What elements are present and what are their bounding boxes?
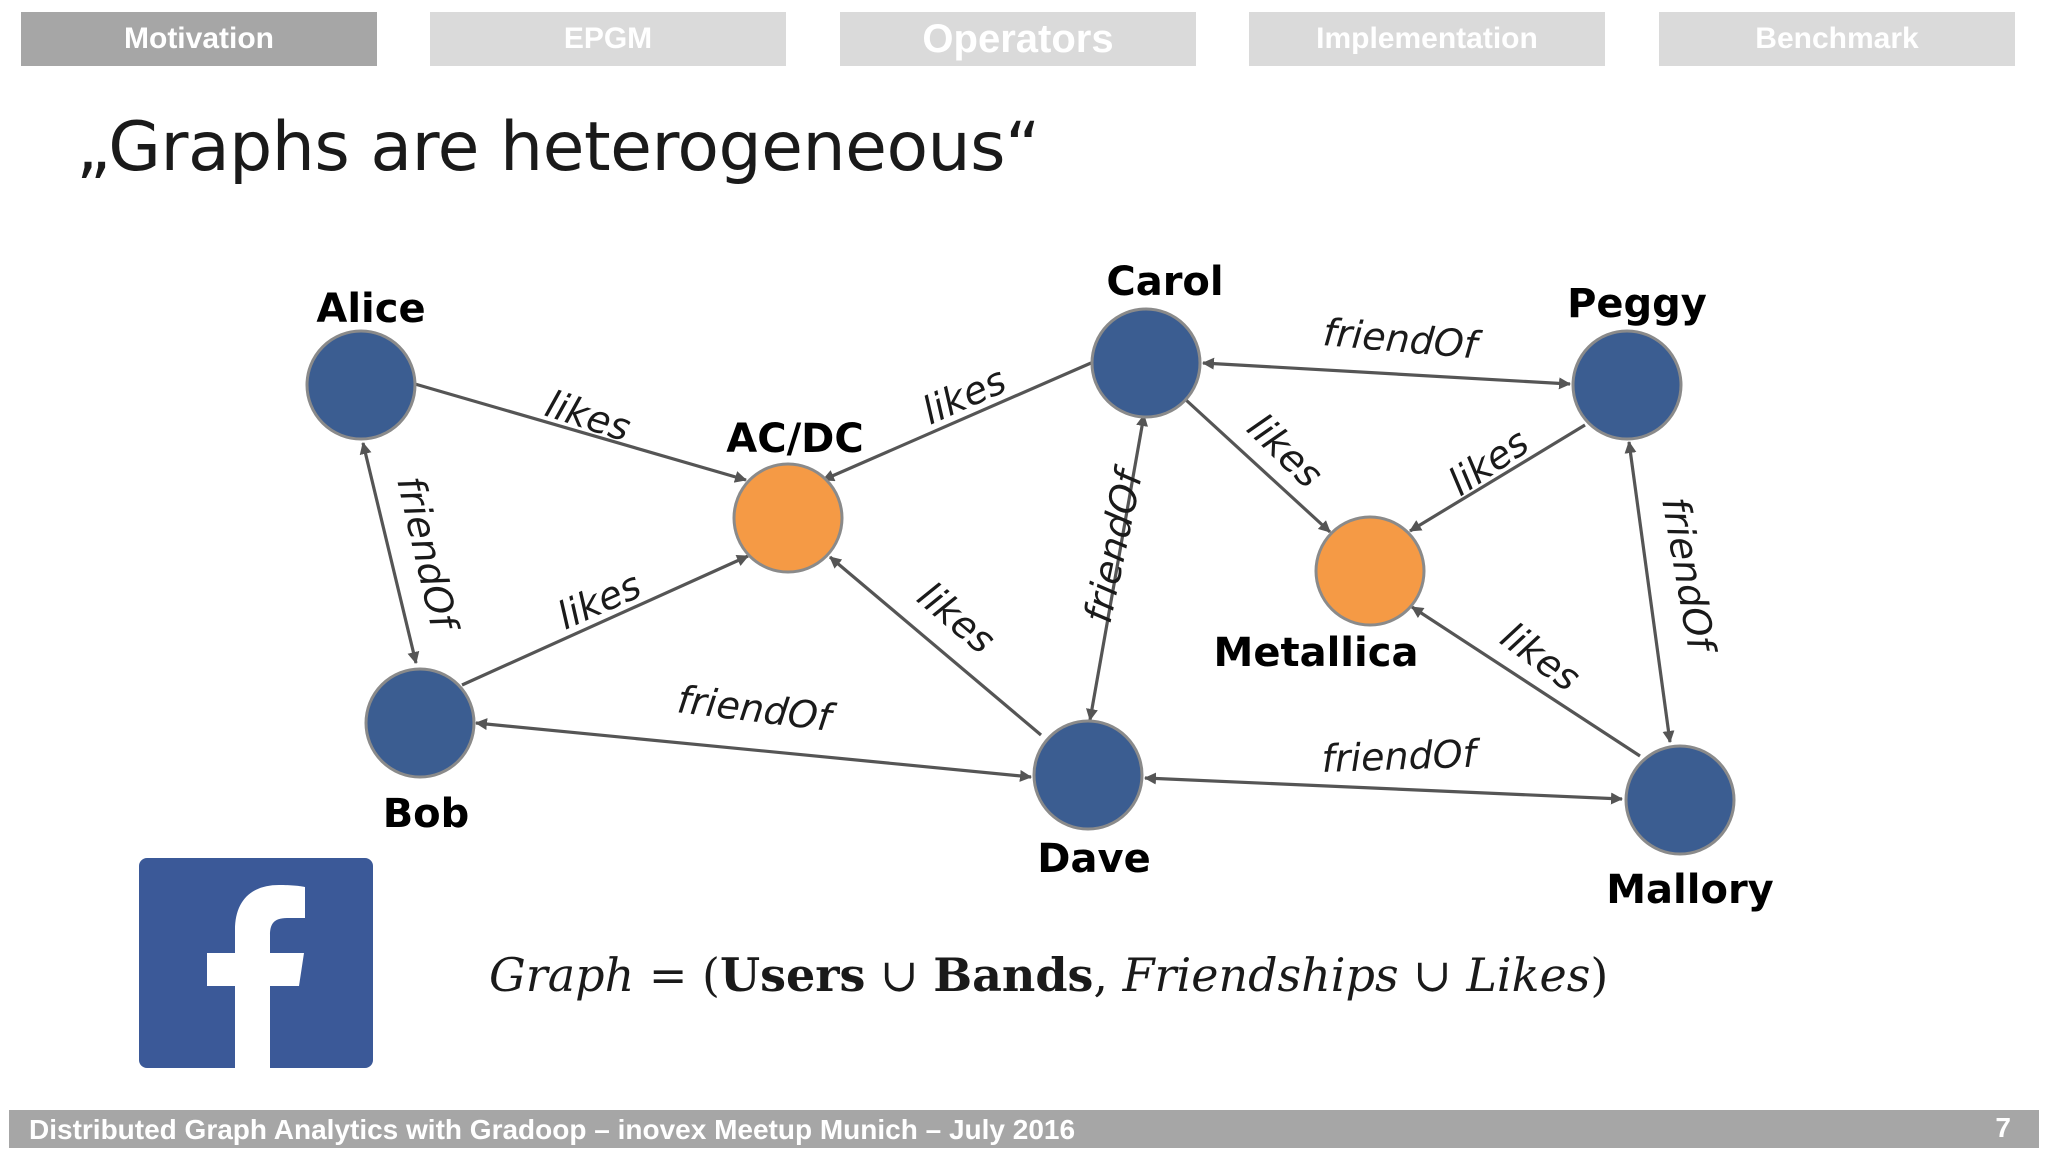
formula-likes: Likes: [1466, 948, 1591, 1002]
node-mallory: [1624, 744, 1736, 856]
edge-label-dave-mallory: friendOf: [1321, 731, 1482, 781]
node-bob: [364, 667, 476, 779]
formula-close: ): [1590, 948, 1609, 1002]
formula-users: Users: [719, 948, 866, 1002]
edge-bob-friendof-dave: [475, 718, 1032, 782]
node-label-alice: Alice: [316, 286, 425, 332]
tab-motivation[interactable]: Motivation: [21, 12, 377, 66]
edge-dave-likes-acdc: [828, 555, 1043, 737]
section-nav: Motivation EPGM Operators Implementation…: [0, 12, 2048, 66]
node-dave: [1032, 719, 1144, 831]
tab-operators[interactable]: Operators: [840, 12, 1196, 66]
edge-dave-friendof-mallory: [1144, 772, 1623, 805]
edge-peggy-likes-metallica: [1409, 423, 1586, 533]
node-label-carol: Carol: [1106, 259, 1223, 305]
tab-benchmark[interactable]: Benchmark: [1659, 12, 2015, 66]
formula-bands: Bands: [933, 948, 1094, 1002]
edge-bob-likes-acdc: [461, 554, 749, 687]
node-alice: [305, 329, 417, 441]
edge-label-carol-acdc: likes: [916, 358, 1013, 433]
edge-carol-friendof-peggy: [1202, 357, 1571, 390]
formula-union-2: ∪: [1398, 948, 1467, 1002]
edge-label-dave-acdc: likes: [909, 573, 1003, 662]
edge-label-peggy-metallica: likes: [1440, 420, 1536, 505]
edge-label-peggy-mallory: friendOf: [1653, 494, 1724, 659]
node-label-acdc: AC/DC: [726, 416, 863, 462]
tab-implementation[interactable]: Implementation: [1249, 12, 1605, 66]
edge-carol-friendof-dave: [1086, 414, 1148, 721]
formula-graph: Graph: [489, 948, 635, 1002]
footer-bar: Distributed Graph Analytics with Gradoop…: [9, 1110, 2039, 1148]
edge-label-carol-dave: friendOf: [1076, 461, 1152, 627]
edge-alice-friendof-bob: [359, 442, 420, 664]
edge-peggy-friendof-mallory: [1624, 441, 1675, 743]
edge-carol-likes-metallica: [1184, 398, 1332, 534]
slide-title: „Graphs are heterogeneous“: [76, 108, 1040, 187]
facebook-logo: [139, 858, 373, 1068]
node-label-metallica: Metallica: [1214, 630, 1419, 676]
graph-formula: Graph = (Users ∪ Bands, Friendships ∪ Li…: [489, 948, 1608, 1002]
node-label-peggy: Peggy: [1567, 281, 1707, 327]
node-peggy: [1571, 329, 1683, 441]
node-label-bob: Bob: [383, 791, 470, 837]
edge-label-carol-peggy: friendOf: [1321, 310, 1484, 368]
edge-carol-likes-acdc: [822, 361, 1092, 482]
node-metallica: [1314, 515, 1426, 627]
formula-comma: ,: [1093, 948, 1123, 1002]
edge-label-carol-metallica: likes: [1239, 405, 1332, 497]
formula-equals: = (: [634, 948, 720, 1002]
node-label-mallory: Mallory: [1606, 867, 1774, 913]
edge-label-alice-bob: friendOf: [388, 472, 467, 638]
footer-text: Distributed Graph Analytics with Gradoop…: [29, 1114, 1076, 1145]
edge-label-bob-acdc: likes: [551, 563, 648, 638]
formula-union-1: ∪: [865, 948, 934, 1002]
edge-label-alice-acdc: likes: [540, 382, 636, 451]
node-acdc: [732, 462, 844, 574]
edge-label-bob-dave: friendOf: [675, 677, 839, 740]
node-label-dave: Dave: [1037, 836, 1150, 882]
node-carol: [1090, 307, 1202, 419]
facebook-icon: [207, 885, 305, 1068]
edge-label-mallory-metallica: likes: [1493, 614, 1589, 700]
formula-friendships: Friendships: [1122, 948, 1399, 1002]
edge-alice-likes-acdc: [414, 382, 747, 483]
edge-mallory-likes-metallica: [1411, 605, 1641, 758]
page-number: 7: [1995, 1112, 2011, 1143]
tab-epgm[interactable]: EPGM: [430, 12, 786, 66]
